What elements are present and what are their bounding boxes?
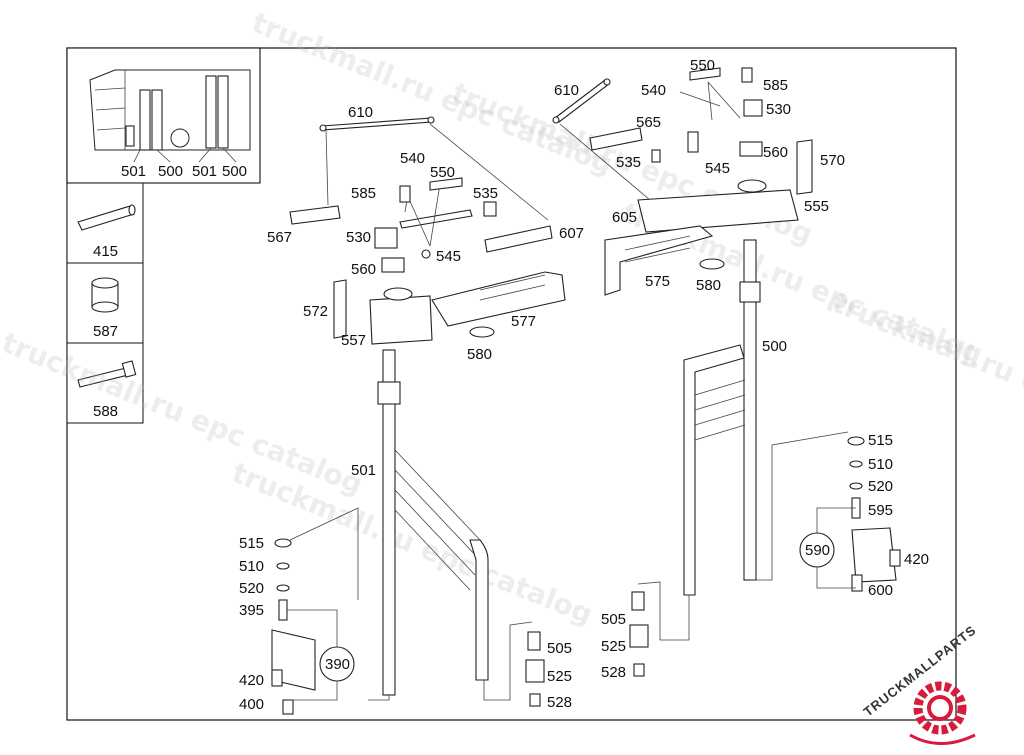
callout-400: 400 [239,696,264,713]
parts-legend: 415 587 588 [66,182,144,424]
callout-577: 577 [511,313,536,330]
callout-607: 607 [559,225,584,242]
left-callouts: 610 540 550 585 535 567 530 545 607 560 … [239,104,584,713]
callout-545: 545 [436,248,461,265]
callout-420: 420 [904,551,929,568]
callout-540: 540 [400,150,425,167]
legend-label-588: 588 [93,403,118,420]
left-door-mechanism [271,116,566,715]
right-callouts: 550 610 540 585 530 565 560 570 535 545 … [554,57,929,681]
callout-540: 540 [641,82,666,99]
callout-610: 610 [348,104,373,121]
overview-label-501-b: 501 [192,163,217,180]
bushing-icon [91,277,119,313]
callout-570: 570 [820,152,845,169]
callout-505: 505 [601,611,626,628]
callout-585: 585 [763,77,788,94]
legend-label-587: 587 [93,323,118,340]
callout-595: 595 [868,502,893,519]
callout-528: 528 [547,694,572,711]
callout-530: 530 [346,229,371,246]
callout-575: 575 [645,273,670,290]
callout-550: 550 [430,164,455,181]
callout-557: 557 [341,332,366,349]
callout-535: 535 [473,185,498,202]
callout-555: 555 [804,198,829,215]
callout-580: 580 [696,277,721,294]
callout-390: 390 [325,656,350,673]
overview-label-500-b: 500 [222,163,247,180]
callout-610: 610 [554,82,579,99]
callout-520: 520 [239,580,264,597]
callout-510: 510 [239,558,264,575]
callout-510: 510 [868,456,893,473]
bolt-icon [77,360,137,388]
callout-525: 525 [601,638,626,655]
callout-535: 535 [616,154,641,171]
callout-395: 395 [239,602,264,619]
callout-505: 505 [547,640,572,657]
callout-525: 525 [547,668,572,685]
callout-420: 420 [239,672,264,689]
overview-label-501-a: 501 [121,163,146,180]
callout-530: 530 [766,101,791,118]
callout-550: 550 [690,57,715,74]
bus-outline-icon [89,69,251,151]
right-door-mechanism [552,67,901,677]
callout-501: 501 [351,462,376,479]
overview-label-500-a: 500 [158,163,183,180]
callout-565: 565 [636,114,661,131]
callout-580: 580 [467,346,492,363]
callout-560: 560 [763,144,788,161]
callout-545: 545 [705,160,730,177]
callout-585: 585 [351,185,376,202]
callout-520: 520 [868,478,893,495]
sleeve-icon [77,204,136,231]
callout-528: 528 [601,664,626,681]
callout-560: 560 [351,261,376,278]
callout-600: 600 [868,582,893,599]
callout-567: 567 [267,229,292,246]
vehicle-overview: 501 500 501 500 [66,47,261,184]
legend-label-415: 415 [93,243,118,260]
callout-605: 605 [612,209,637,226]
callout-500: 500 [762,338,787,355]
callout-590: 590 [805,542,830,559]
callout-515: 515 [239,535,264,552]
callout-572: 572 [303,303,328,320]
callout-515: 515 [868,432,893,449]
